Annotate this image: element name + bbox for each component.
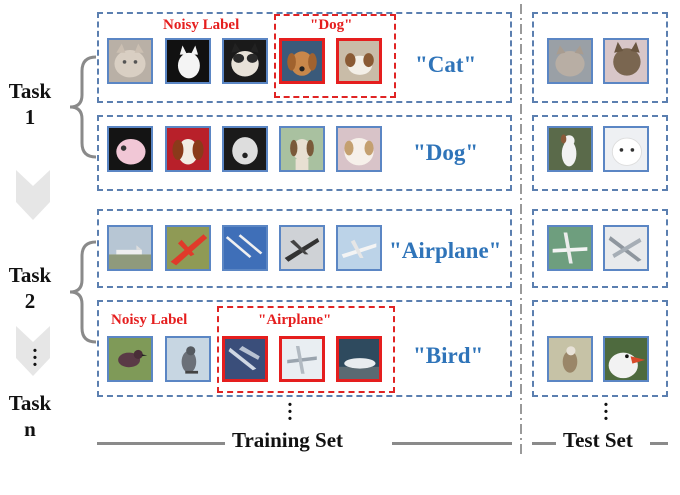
test-box-cat	[532, 12, 668, 103]
training-box-dog	[97, 115, 512, 191]
airplane-image	[107, 225, 153, 271]
test-set-line-left	[532, 442, 556, 445]
task-n-label: Task n	[8, 391, 52, 441]
training-set-label: Training Set	[232, 428, 344, 452]
class-label-dog: "Dog"	[413, 140, 479, 165]
cat-image	[222, 38, 268, 84]
test-bird-image	[547, 336, 593, 382]
test-bird-image	[603, 336, 649, 382]
dog-image	[279, 126, 325, 172]
down-chevron-icon	[16, 326, 50, 376]
noisy-label-text: Noisy Label	[163, 17, 240, 33]
test-set-line-right	[650, 442, 668, 445]
noisy-class-label: "Airplane"	[258, 312, 332, 328]
airplane-image	[165, 225, 211, 271]
noisy-airplane-image	[222, 336, 268, 382]
test-airplane-image	[547, 225, 593, 271]
cat-image	[165, 38, 211, 84]
task-2-brace	[69, 240, 97, 344]
bird-image	[107, 336, 153, 382]
test-set-label: Test Set	[563, 428, 633, 452]
noisy-group-box	[274, 14, 396, 98]
down-chevron-icon	[16, 170, 50, 220]
training-set-line-right	[392, 442, 512, 445]
task-2-label: Task 2	[8, 263, 52, 313]
test-airplane-image	[603, 225, 649, 271]
test-box-bird	[532, 300, 668, 397]
test-dog-image	[603, 126, 649, 172]
class-label-bird: "Bird"	[413, 343, 484, 368]
test-dog-image	[547, 126, 593, 172]
noisy-class-label: "Dog"	[310, 17, 353, 33]
noisy-dog-image	[279, 38, 325, 84]
test-box-airplane	[532, 209, 668, 288]
noisy-group-box	[217, 306, 395, 393]
training-box-cat	[97, 12, 512, 103]
test-cat-image	[547, 38, 593, 84]
task-1-label: Task 1	[8, 79, 52, 129]
dog-image	[222, 126, 268, 172]
noisy-label-text: Noisy Label	[111, 312, 188, 328]
class-label-cat: "Cat"	[415, 52, 477, 77]
noisy-dog-image	[336, 38, 382, 84]
training-ellipsis: ···	[286, 394, 294, 430]
test-box-dog	[532, 115, 668, 191]
test-ellipsis: ···	[602, 394, 610, 430]
noisy-airplane-image	[336, 336, 382, 382]
airplane-image	[336, 225, 382, 271]
vertical-ellipsis: ···	[31, 340, 39, 376]
task-1-brace	[69, 55, 97, 159]
bird-image	[165, 336, 211, 382]
test-cat-image	[603, 38, 649, 84]
airplane-image	[279, 225, 325, 271]
train-test-separator	[520, 4, 522, 456]
dog-image	[107, 126, 153, 172]
training-set-line-left	[97, 442, 225, 445]
airplane-image	[222, 225, 268, 271]
noisy-airplane-image	[279, 336, 325, 382]
class-label-airplane: "Airplane"	[389, 238, 502, 263]
dog-image	[336, 126, 382, 172]
training-box-airplane	[97, 209, 512, 288]
cat-image	[107, 38, 153, 84]
training-box-bird	[97, 300, 512, 397]
dog-image	[165, 126, 211, 172]
